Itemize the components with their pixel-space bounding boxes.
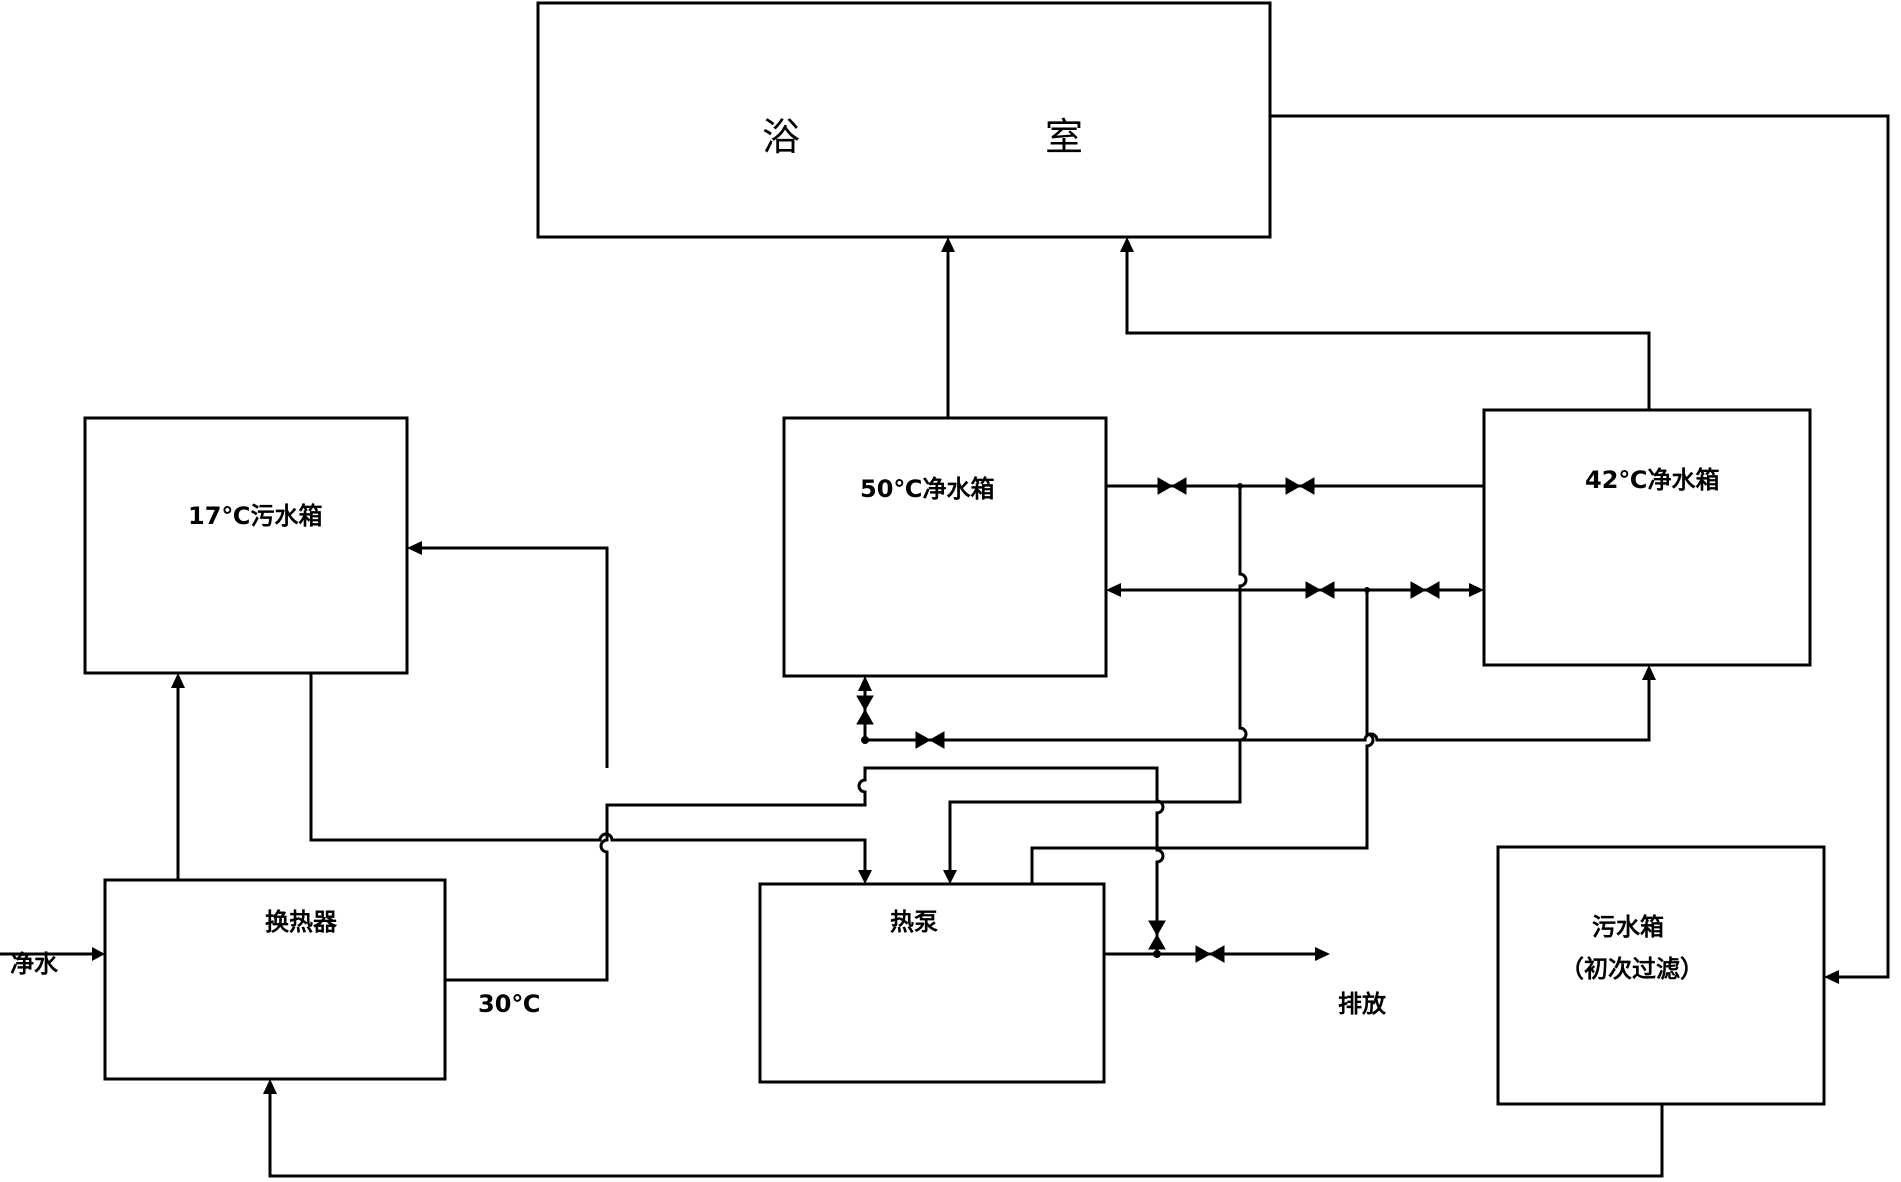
arrow-into-hx [92,947,105,961]
bathroom-label-right: 室 [1045,115,1083,159]
arrow-into-bath-right [1120,237,1134,252]
pipe-return-to-dirty17 [420,546,1159,774]
valve-upper-1 [1157,477,1187,495]
valve-discharge [1195,945,1225,963]
arrow-into-dirty17-side [407,541,422,555]
heat-pump-label: 热泵 [890,908,938,936]
arrow-into-dirty17-bottom [171,673,185,688]
bathroom-box [536,1,1272,239]
valve-branch-42 [915,731,945,749]
valve-discharge-riser [1148,920,1166,950]
pipe-hx30-out [445,766,1165,982]
valve-upper-2 [1285,477,1315,495]
arrow-to-discharge [1315,947,1330,961]
pipe-upper-to-pump [948,486,1248,872]
pipe-branch-to-clean42 [865,678,1651,742]
arrow-into-clean50-bottom [858,676,872,691]
junction-dot-c [1237,483,1243,489]
clean-tank-50-box [782,416,1108,678]
dirty-tank-17-box [83,416,409,675]
clean-tank-42-box [1482,408,1812,667]
discharge-label: 排放 [1338,990,1387,1018]
junction-dot-d [1364,587,1370,593]
arrow-into-clean42-side [1469,583,1484,597]
pipe-middle-to-pump [1030,590,1375,884]
bathroom-label-left: 浴 [762,115,800,159]
arrow-into-sewage [1824,970,1839,984]
pipe-sewage-to-hx [268,1092,1664,1178]
heat-exchanger-label: 换热器 [265,908,338,936]
arrow-into-clean50-side [1106,583,1121,597]
junction-dot-a [861,736,869,744]
arrow-into-pump-a [858,870,872,884]
sewage-tank-box [1496,845,1826,1106]
pipe-dirty17-to-pump [309,673,867,872]
sewage-tank-label-line2: （初次过滤） [1560,955,1704,983]
junction-dot-b [1153,950,1161,958]
temp-30-label: 30℃ [478,990,540,1018]
sewage-tank-label-line1: 污水箱 [1592,913,1664,941]
arrow-into-hx-bottom [263,1079,277,1094]
pipe-bath-to-sewage [1270,114,1890,979]
valve-middle-1 [1305,581,1335,599]
arrow-into-bath-left [941,237,955,252]
valve-riser-50 [856,695,874,725]
arrow-into-clean42-bottom [1642,665,1656,680]
heat-exchanger-box [103,878,447,1081]
clean-tank-42-label: 42℃净水箱 [1585,466,1719,494]
heat-pump-box [758,882,1106,1084]
pipe-clean42-to-bath [1125,252,1651,410]
dirty-tank-17-label: 17℃污水箱 [188,502,322,530]
arrow-into-pump-b [943,870,957,884]
valve-middle-2 [1410,581,1440,599]
clean-tank-50-label: 50℃净水箱 [860,475,994,503]
